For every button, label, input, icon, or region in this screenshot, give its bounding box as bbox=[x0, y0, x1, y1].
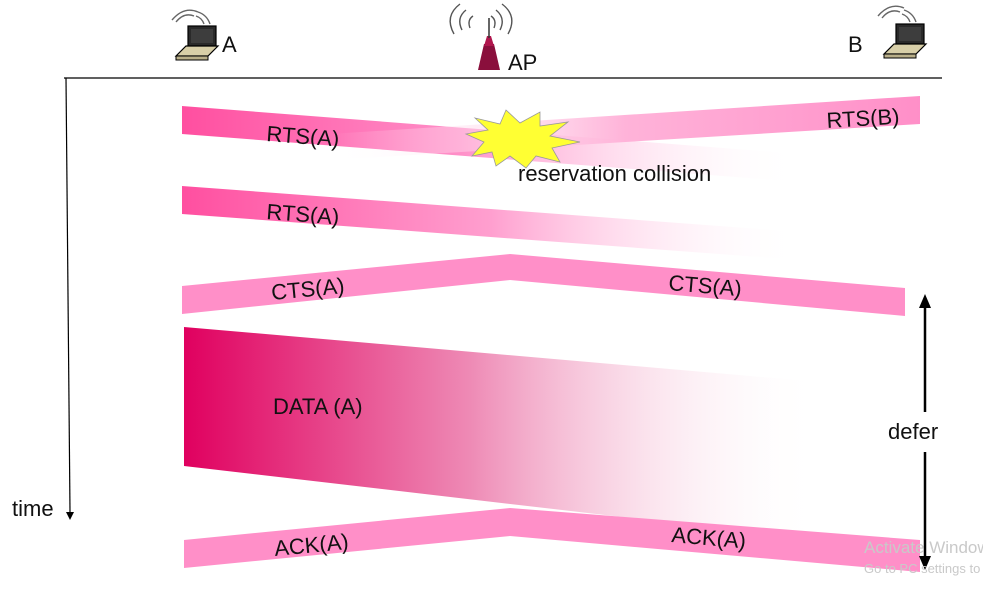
watermark-line-2: Go to PC settings to activate Windows. bbox=[864, 561, 983, 576]
node-label-b: B bbox=[848, 32, 863, 57]
collision-label: reservation collision bbox=[518, 161, 711, 186]
data-band bbox=[184, 327, 820, 540]
station-b-laptop-icon bbox=[877, 5, 928, 59]
rts-a-second-label: RTS(A) bbox=[266, 199, 341, 229]
node-label-a: A bbox=[222, 32, 237, 57]
rts-a-first-label: RTS(A) bbox=[266, 121, 341, 152]
access-point-antenna-tower-icon bbox=[449, 3, 513, 70]
defer-arrow bbox=[919, 294, 931, 570]
rts-b-band bbox=[330, 96, 920, 160]
station-a-laptop-icon bbox=[171, 9, 220, 61]
rts-a-second-band bbox=[182, 186, 800, 260]
ack-band bbox=[184, 508, 920, 572]
node-label-ap: AP bbox=[508, 50, 537, 75]
cts-right-label: CTS(A) bbox=[668, 270, 743, 301]
cts-band bbox=[182, 254, 905, 316]
watermark-line-1: Activate Windows bbox=[864, 538, 983, 557]
data-label: DATA (A) bbox=[273, 394, 363, 419]
time-axis-line bbox=[65, 77, 71, 513]
time-axis-arrowhead bbox=[66, 512, 74, 520]
rts-b-label: RTS(B) bbox=[826, 104, 900, 133]
collision-starburst-icon bbox=[464, 109, 581, 169]
defer-label: defer bbox=[888, 419, 938, 444]
time-axis-label: time bbox=[12, 496, 54, 521]
